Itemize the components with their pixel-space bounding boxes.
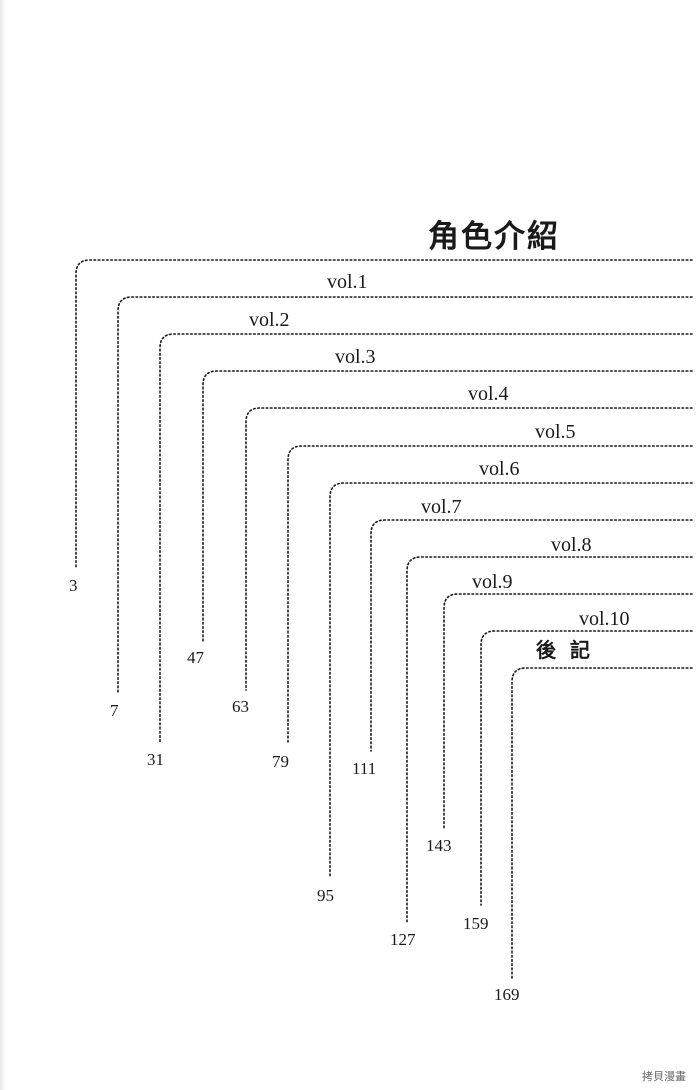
toc-page-number-afterword: 169 <box>494 985 520 1004</box>
toc-connector-line-vol5 <box>287 445 693 743</box>
toc-page-number-vol10: 159 <box>463 914 489 933</box>
toc-page-number-characters: 3 <box>69 576 78 595</box>
toc-connector-line-vol1 <box>117 296 693 693</box>
toc-entry-title-vol4[interactable]: vol.4 <box>468 383 509 405</box>
toc-connector-line-vol3 <box>202 370 693 642</box>
toc-entry-title-vol2[interactable]: vol.2 <box>249 309 290 331</box>
toc-entry-title-vol10[interactable]: vol.10 <box>579 608 630 630</box>
toc-connector-line-vol4 <box>245 407 693 691</box>
toc-connector-line-afterword <box>511 667 693 979</box>
toc-connector-line-vol6 <box>329 482 693 879</box>
toc-entry-title-vol8[interactable]: vol.8 <box>551 534 592 556</box>
toc-connector-line-vol10 <box>480 630 693 906</box>
toc-page-number-vol3: 47 <box>187 648 204 667</box>
toc-page-number-vol1: 7 <box>110 701 119 720</box>
toc-entry-title-vol9[interactable]: vol.9 <box>472 571 513 593</box>
toc-connector-line-characters <box>75 259 693 569</box>
toc-page-number-vol7: 111 <box>352 759 377 778</box>
toc-connector-line-vol2 <box>159 333 693 744</box>
toc-connector-line-vol8 <box>406 556 693 923</box>
toc-entry-title-vol7[interactable]: vol.7 <box>421 496 462 518</box>
toc-entry-title-characters[interactable]: 角色介紹 <box>428 219 560 255</box>
site-watermark: 拷貝漫畫 <box>642 1070 686 1083</box>
toc-page-number-vol9: 143 <box>426 836 452 855</box>
toc-page-number-vol2: 31 <box>147 750 164 769</box>
toc-entry-title-vol6[interactable]: vol.6 <box>479 458 520 480</box>
toc-entry-title-vol5[interactable]: vol.5 <box>535 421 576 443</box>
toc-connector-line-vol9 <box>443 593 693 829</box>
toc-entry-title-vol3[interactable]: vol.3 <box>335 346 376 368</box>
toc-entry-title-vol1[interactable]: vol.1 <box>327 271 368 293</box>
toc-page-number-vol6: 95 <box>317 886 334 905</box>
toc-page-number-vol4: 63 <box>232 697 249 716</box>
toc-page-number-vol8: 127 <box>390 930 416 949</box>
toc-connector-line-vol7 <box>370 519 693 752</box>
toc-entry-title-afterword[interactable]: 後記 <box>536 638 604 662</box>
page-edge-shadow <box>0 0 6 1090</box>
toc-page-number-vol5: 79 <box>272 752 289 771</box>
